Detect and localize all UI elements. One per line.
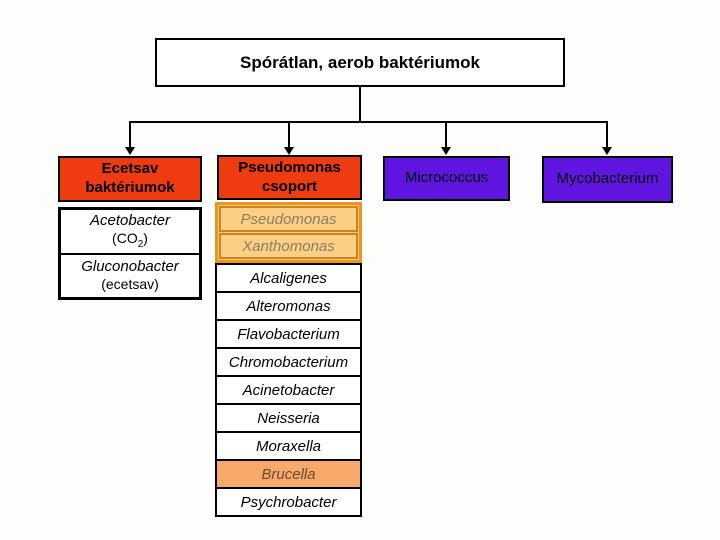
list-item-flavobacterium: Flavobacterium bbox=[215, 319, 362, 349]
branch-label: Micrococcus bbox=[404, 169, 489, 187]
list-item-neisseria: Neisseria bbox=[215, 403, 362, 433]
list-item-alcaligenes: Alcaligenes bbox=[215, 263, 362, 293]
arrow-down-icon bbox=[441, 147, 451, 155]
list-item-alteromonas: Alteromonas bbox=[215, 291, 362, 321]
list-item-moraxella: Moraxella bbox=[215, 431, 362, 461]
list-item-pseudomonas: Pseudomonas bbox=[219, 206, 358, 232]
list-item-acinetobacter: Acinetobacter bbox=[215, 375, 362, 405]
connector-stem bbox=[359, 87, 361, 121]
arrow-down-icon bbox=[125, 147, 135, 155]
branch-box-mycobacterium: Mycobacterium bbox=[542, 156, 673, 203]
acetic-cell-gluconobacter: Gluconobacter (ecetsav) bbox=[61, 255, 199, 298]
branch-box-ecetsav-baktériumok: Ecetsav baktériumok bbox=[58, 156, 202, 202]
connector-branch-4 bbox=[606, 121, 608, 148]
acetic-cell-acetobacter: Acetobacter (CO2) bbox=[61, 210, 199, 253]
branch-box-pseudomonas-csoport: Pseudomonas csoport bbox=[217, 155, 362, 200]
branch-label: Pseudomonas csoport bbox=[238, 158, 341, 195]
arrow-down-icon bbox=[284, 147, 294, 155]
list-item-chromobacterium: Chromobacterium bbox=[215, 347, 362, 377]
genus-name: Acetobacter bbox=[89, 211, 171, 229]
highlight-group-box: Pseudomonas Xanthomonas bbox=[215, 202, 362, 263]
connector-branch-1 bbox=[129, 121, 131, 148]
branch-box-micrococcus: Micrococcus bbox=[383, 156, 510, 201]
arrow-down-icon bbox=[602, 147, 612, 155]
branch-label: Mycobacterium bbox=[556, 170, 659, 188]
list-item-brucella: Brucella bbox=[215, 459, 362, 489]
connector-horizontal bbox=[129, 121, 608, 123]
branch-label: Ecetsav baktériumok bbox=[85, 160, 175, 196]
list-item-psychrobacter: Psychrobacter bbox=[215, 487, 362, 517]
genus-note: (ecetsav) bbox=[101, 276, 159, 293]
genus-name: Gluconobacter bbox=[81, 258, 179, 276]
genus-note: (CO2) bbox=[112, 229, 148, 250]
title-box: Spórátlan, aerob baktériumok bbox=[155, 38, 565, 87]
acetic-bacteria-group-box: Acetobacter (CO2) Gluconobacter (ecetsav… bbox=[58, 207, 202, 300]
pseudomonas-list: Alcaligenes Alteromonas Flavobacterium C… bbox=[215, 263, 362, 517]
connector-branch-3 bbox=[445, 121, 447, 148]
connector-branch-2 bbox=[288, 121, 290, 148]
title-text: Spórátlan, aerob baktériumok bbox=[240, 52, 480, 72]
list-item-xanthomonas: Xanthomonas bbox=[219, 233, 358, 259]
cell-divider bbox=[61, 252, 199, 255]
